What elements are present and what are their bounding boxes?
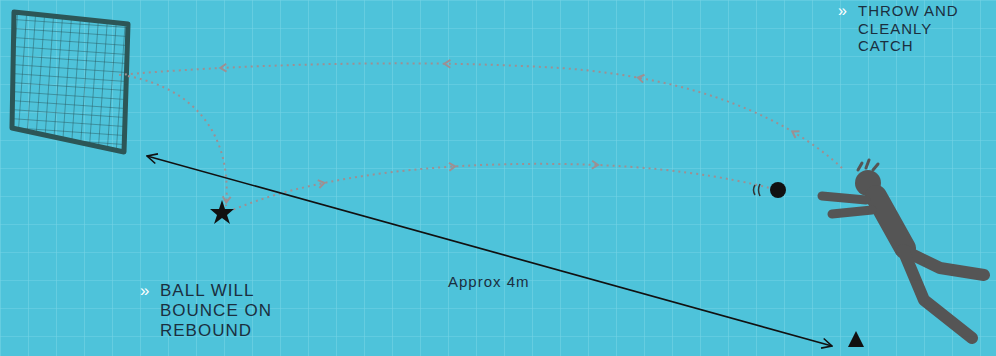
rebound-path: [128, 76, 227, 206]
instruction-note: BALL WILL BOUNCE ON REBOUND: [160, 281, 285, 341]
bounce-path: [228, 164, 770, 212]
direction-chevron: [222, 196, 230, 202]
direction-chevron: [637, 74, 644, 83]
goal-net: [0, 0, 140, 160]
motion-marks: [754, 184, 761, 196]
direction-chevron: [449, 162, 455, 170]
direction-chevron: [318, 179, 325, 188]
marker-cone: [848, 331, 864, 347]
instruction-note: THROW AND CLEANLY CATCH: [858, 2, 992, 55]
ball: [770, 182, 786, 198]
player-figure: [822, 160, 984, 338]
distance-line: [147, 156, 832, 346]
direction-chevrons: [220, 60, 799, 203]
bounce-star: [210, 200, 234, 224]
direction-chevron: [790, 128, 799, 138]
throw-path: [118, 63, 842, 168]
dimension-label: Approx 4m: [448, 273, 558, 291]
bullet-mark: »: [838, 2, 854, 21]
direction-chevron: [444, 60, 450, 68]
ball-path: [118, 63, 842, 212]
bullet-mark: »: [140, 281, 156, 301]
direction-chevron: [592, 161, 598, 169]
direction-chevron: [220, 64, 226, 72]
